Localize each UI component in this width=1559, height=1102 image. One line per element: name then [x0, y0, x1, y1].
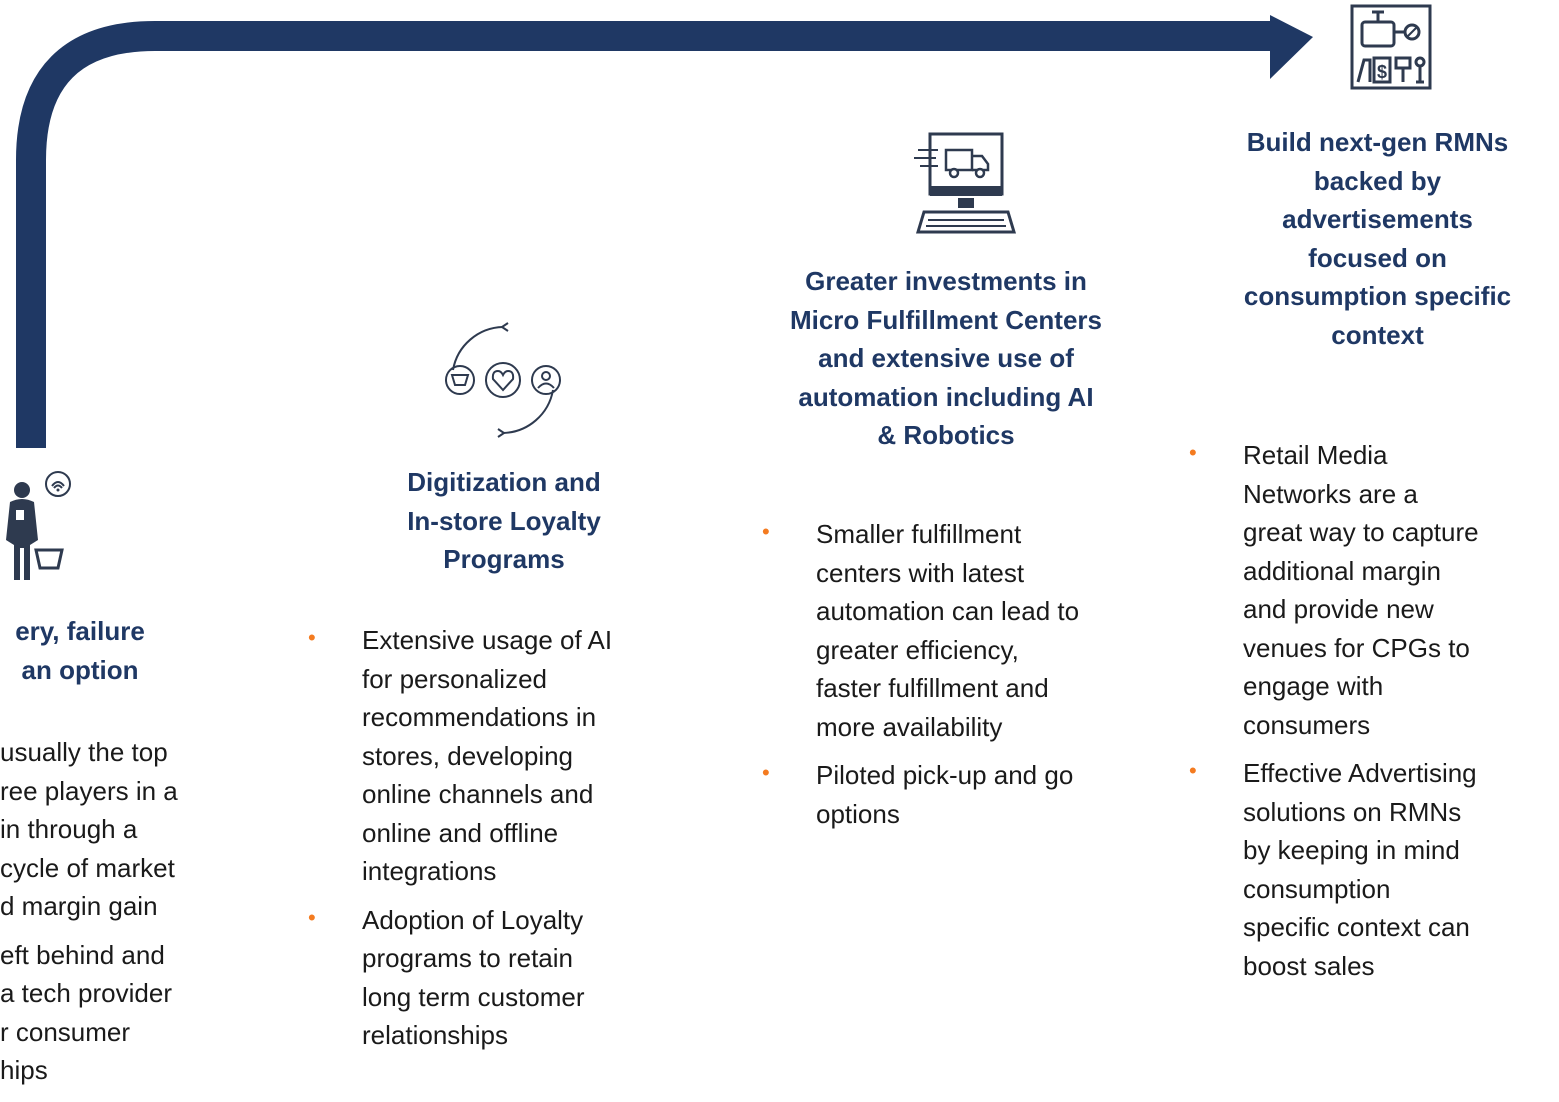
bullet-item: usually the top ree players in a in thro… — [0, 733, 240, 926]
bullet-line: for personalized — [362, 663, 547, 694]
bullet-line: specific context can — [1243, 912, 1470, 942]
bullet-line: faster fulfillment and — [816, 673, 1049, 703]
title-line: advertisements — [1282, 204, 1473, 234]
bullet-line: Retail Media — [1243, 440, 1388, 470]
title-line: automation including AI — [798, 381, 1094, 412]
stage3-title: Greater investments in Micro Fulfillment… — [741, 262, 1151, 455]
bullet-line: cycle of market — [0, 852, 175, 883]
bullet-item: • Retail Media Networks are a great way … — [1189, 436, 1549, 744]
bullet-dot: • — [762, 760, 770, 785]
title-line: an option — [21, 654, 139, 685]
title-line: & Robotics — [877, 420, 1015, 450]
bullet-item: • Adoption of Loyalty programs to retain… — [308, 901, 688, 1055]
stage2-bullets: • Extensive usage of AI for personalized… — [308, 621, 688, 1065]
bullet-item: • Smaller fulfillment centers with lates… — [762, 515, 1162, 746]
bullet-line: relationships — [362, 1020, 508, 1050]
bullet-line: in through a — [0, 814, 138, 844]
title-line: Build next-gen RMNs — [1246, 127, 1509, 157]
title-line: Greater investments in — [805, 266, 1087, 296]
bullet-line: great way to capture — [1243, 517, 1479, 547]
bullet-item: • Effective Advertising solutions on RMN… — [1189, 754, 1549, 985]
bullet-line: by keeping in mind — [1243, 835, 1460, 865]
title-line: Programs — [443, 544, 565, 574]
bullet-line: ree players in a — [0, 775, 178, 806]
bullet-line: consumption — [1243, 873, 1391, 904]
bullet-line: usually the top — [0, 737, 168, 767]
stage3-bullets: • Smaller fulfillment centers with lates… — [762, 515, 1162, 843]
bullet-dot: • — [1189, 440, 1197, 465]
bullet-item: eft behind and a tech provider r consume… — [0, 936, 240, 1090]
title-line: focused on — [1308, 242, 1447, 273]
retail-media-store-icon: $ — [1350, 4, 1432, 90]
bullet-dot: • — [308, 625, 316, 650]
title-line: In-store Loyalty — [407, 505, 601, 536]
bullet-dot: • — [1189, 758, 1197, 783]
title-line: Digitization and — [407, 467, 601, 497]
bullet-line: Piloted pick-up and go — [816, 760, 1074, 790]
stage2-title: Digitization and In-store Loyalty Progra… — [354, 463, 654, 579]
arrow-head — [1270, 15, 1313, 79]
bullet-line: venues for CPGs to — [1243, 632, 1470, 663]
title-line: context — [1331, 319, 1424, 350]
bullet-line: Networks are a — [1243, 478, 1418, 509]
bullet-line: d margin gain — [0, 891, 158, 921]
title-line: consumption specific — [1243, 281, 1512, 311]
bullet-line: options — [816, 798, 900, 829]
bullet-line: programs to retain — [362, 943, 573, 973]
bullet-line: Extensive usage of AI — [362, 625, 613, 655]
bullet-line: stores, developing — [362, 740, 574, 771]
arrow-shaft — [16, 21, 1275, 448]
bullet-line: additional margin — [1243, 555, 1442, 586]
stage1-bullets: usually the top ree players in a in thro… — [0, 733, 240, 1100]
title-line: and extensive use of — [818, 343, 1074, 373]
bullet-line: consumers — [1243, 709, 1371, 740]
bullet-line: Adoption of Loyalty — [362, 904, 584, 935]
title-line: backed by — [1313, 165, 1442, 196]
bullet-line: recommendations in — [362, 702, 597, 732]
bullet-line: boost sales — [1243, 950, 1375, 981]
bullet-line: eft behind and — [0, 939, 165, 970]
bullet-line: centers with latest — [816, 557, 1025, 588]
bullet-line: more availability — [816, 711, 1003, 742]
bullet-line: engage with — [1243, 671, 1384, 701]
bullet-line: greater efficiency, — [816, 634, 1019, 665]
bullet-line: online and offline — [362, 817, 559, 848]
loyalty-cycle-icon — [445, 322, 561, 438]
fulfillment-computer-icon — [914, 132, 1017, 234]
stage4-title: Build next-gen RMNs backed by advertisem… — [1200, 123, 1555, 354]
bullet-line: Effective Advertising — [1243, 758, 1477, 788]
title-line: Micro Fulfillment Centers — [789, 304, 1103, 335]
bullet-dot: • — [308, 904, 316, 930]
bullet-item: • Piloted pick-up and go options — [762, 756, 1162, 833]
bullet-line: Smaller fulfillment — [816, 519, 1022, 549]
bullet-line: a tech provider — [0, 978, 172, 1008]
stage4-bullets: • Retail Media Networks are a great way … — [1189, 436, 1549, 995]
bullet-line: r consumer — [0, 1016, 131, 1047]
bullet-line: solutions on RMNs — [1243, 796, 1462, 827]
bullet-line: online channels and — [362, 779, 594, 809]
bullet-line: integrations — [362, 856, 497, 886]
bullet-line: long term customer — [362, 981, 585, 1012]
bullet-dot: • — [762, 519, 770, 544]
bullet-item: • Extensive usage of AI for personalized… — [308, 621, 688, 891]
svg-text:$: $ — [1377, 62, 1387, 82]
shopper-icon — [6, 471, 71, 580]
stage1-title: ery, failure an option — [0, 612, 180, 689]
bullet-line: and provide new — [1243, 594, 1434, 624]
bullet-line: hips — [0, 1055, 48, 1085]
progression-arrow — [16, 15, 1313, 448]
bullet-line: automation can lead to — [816, 596, 1080, 626]
title-line: ery, failure — [15, 616, 145, 646]
